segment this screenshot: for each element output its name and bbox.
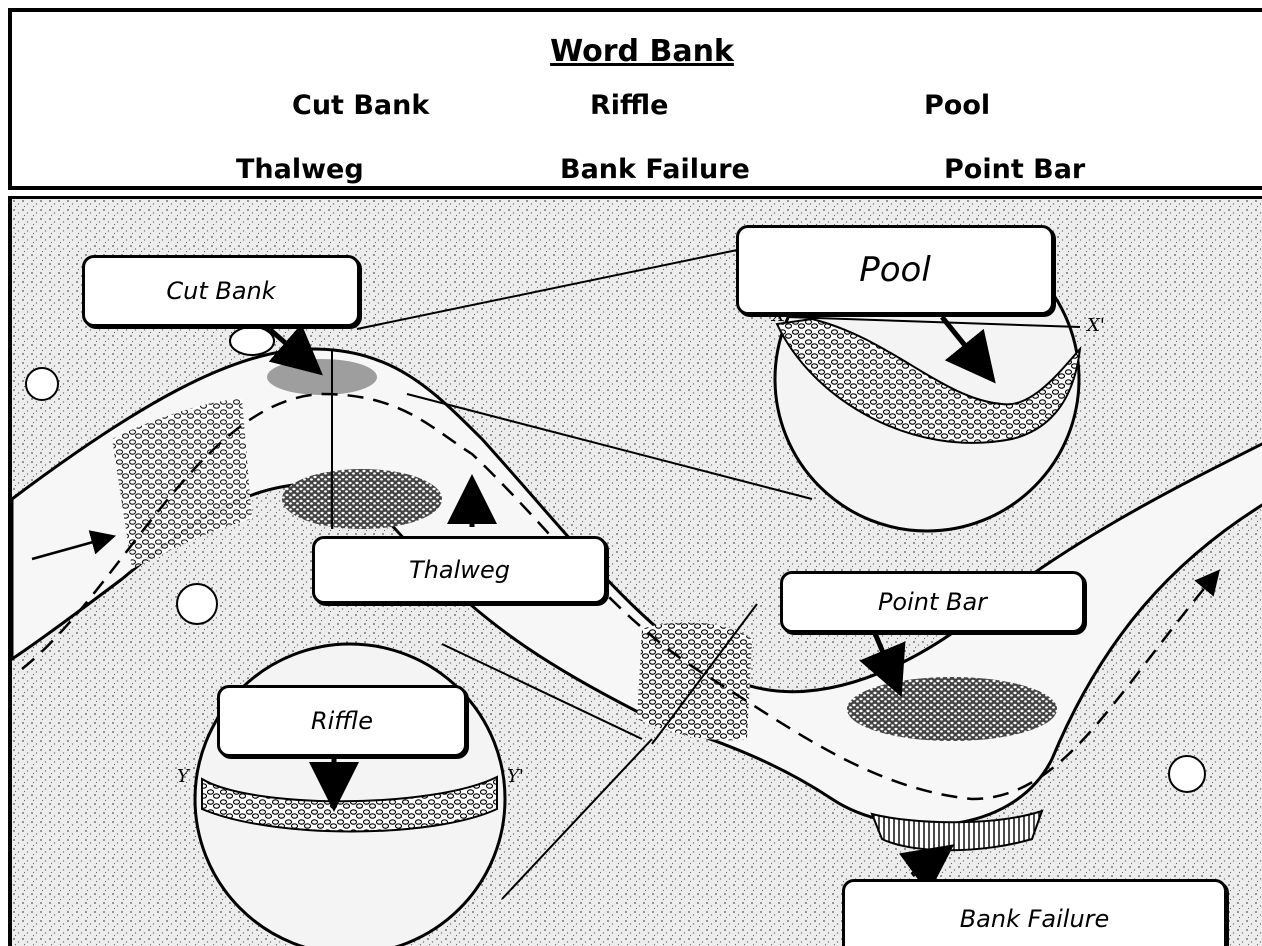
word-bank-term-riffle: Riffle — [590, 90, 669, 121]
bush — [177, 584, 217, 624]
section-marker-x-prime: X' — [1085, 315, 1105, 336]
word-bank-title: Word Bank — [12, 34, 1262, 69]
cut-bank-shading — [267, 359, 377, 395]
label-riffle: Riffle — [217, 685, 467, 757]
lower-point-bar-gravel — [847, 677, 1057, 741]
bush — [26, 368, 58, 400]
word-bank-term-bank-failure: Bank Failure — [560, 154, 750, 185]
word-bank-term-pool: Pool — [924, 90, 990, 121]
stream-diagram: X X' Y Y' Cut Bank Pool Thalweg Point Ba… — [8, 196, 1262, 946]
word-bank: Word Bank Cut Bank Riffle Pool Thalweg B… — [8, 8, 1262, 190]
bush — [230, 327, 274, 355]
label-pool: Pool — [736, 225, 1054, 315]
word-bank-term-cut-bank: Cut Bank — [292, 90, 429, 121]
upper-point-bar-gravel — [282, 469, 442, 529]
label-cut-bank: Cut Bank — [82, 255, 360, 327]
section-marker-y-prime: Y' — [507, 766, 524, 787]
bush — [1169, 756, 1205, 792]
label-bank-failure: Bank Failure — [842, 879, 1227, 946]
label-thalweg: Thalweg — [312, 536, 607, 604]
label-point-bar: Point Bar — [780, 571, 1085, 633]
middle-riffle-pebbles — [637, 622, 752, 740]
word-bank-term-point-bar: Point Bar — [944, 154, 1085, 185]
word-bank-term-thalweg: Thalweg — [236, 154, 364, 185]
